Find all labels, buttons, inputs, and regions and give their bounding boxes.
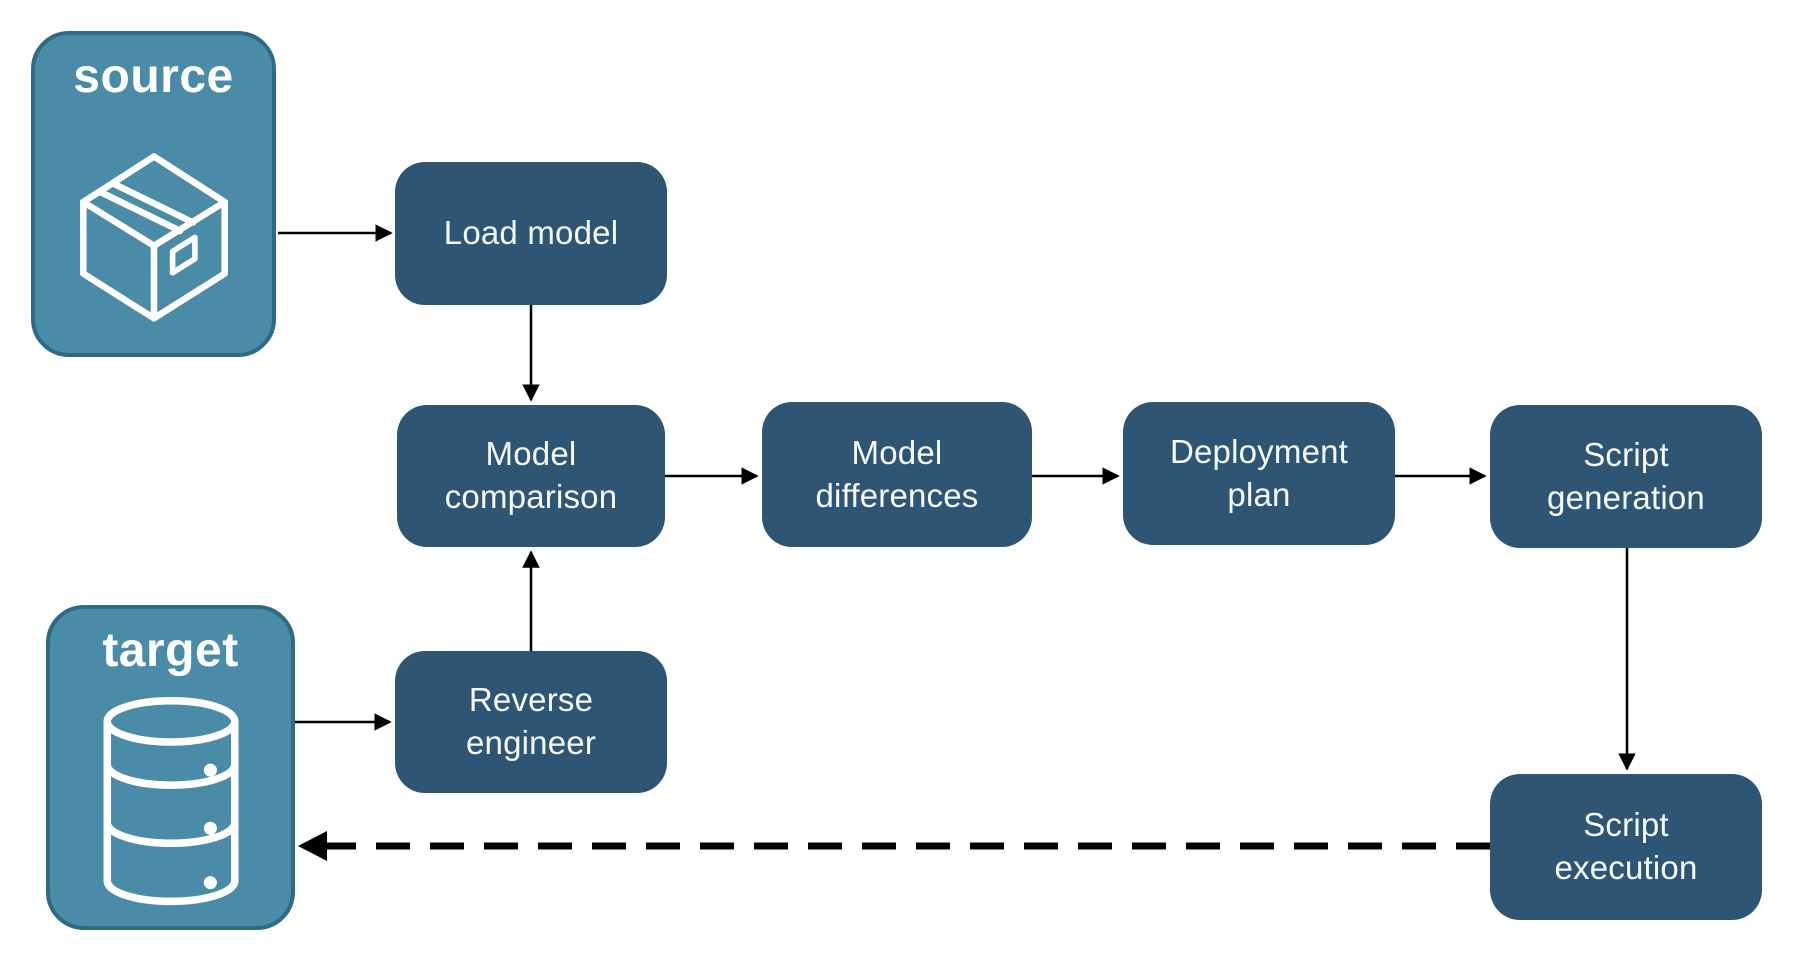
package-icon — [79, 152, 228, 322]
node-label: Load model — [443, 214, 619, 252]
node-label: Reverse engineer — [465, 681, 597, 761]
endpoint-source: source — [31, 31, 276, 357]
node-model-comparison: Model comparison — [397, 405, 665, 547]
node-label: Script generation — [1547, 435, 1705, 516]
node-reverse-engineer: Reverse engineer — [395, 651, 667, 793]
node-script-generation: Script generation — [1490, 405, 1762, 548]
database-icon — [103, 696, 238, 905]
source-icon-wrap — [61, 104, 247, 353]
endpoint-target: target — [46, 605, 295, 930]
node-label: Script execution — [1554, 806, 1698, 886]
node-deployment-plan: Deployment plan — [1123, 402, 1395, 545]
node-script-execution: Script execution — [1490, 774, 1762, 920]
node-model-differences: Model differences — [762, 402, 1032, 547]
node-label: Model comparison — [444, 435, 618, 515]
node-label: Model differences — [815, 433, 979, 514]
arrow-script-execution-to-target — [298, 831, 1490, 861]
target-icon-wrap — [96, 678, 246, 926]
node-label: Deployment plan — [1169, 432, 1349, 513]
source-label: source — [73, 50, 234, 103]
target-label: target — [102, 624, 239, 677]
node-load-model: Load model — [395, 162, 667, 305]
